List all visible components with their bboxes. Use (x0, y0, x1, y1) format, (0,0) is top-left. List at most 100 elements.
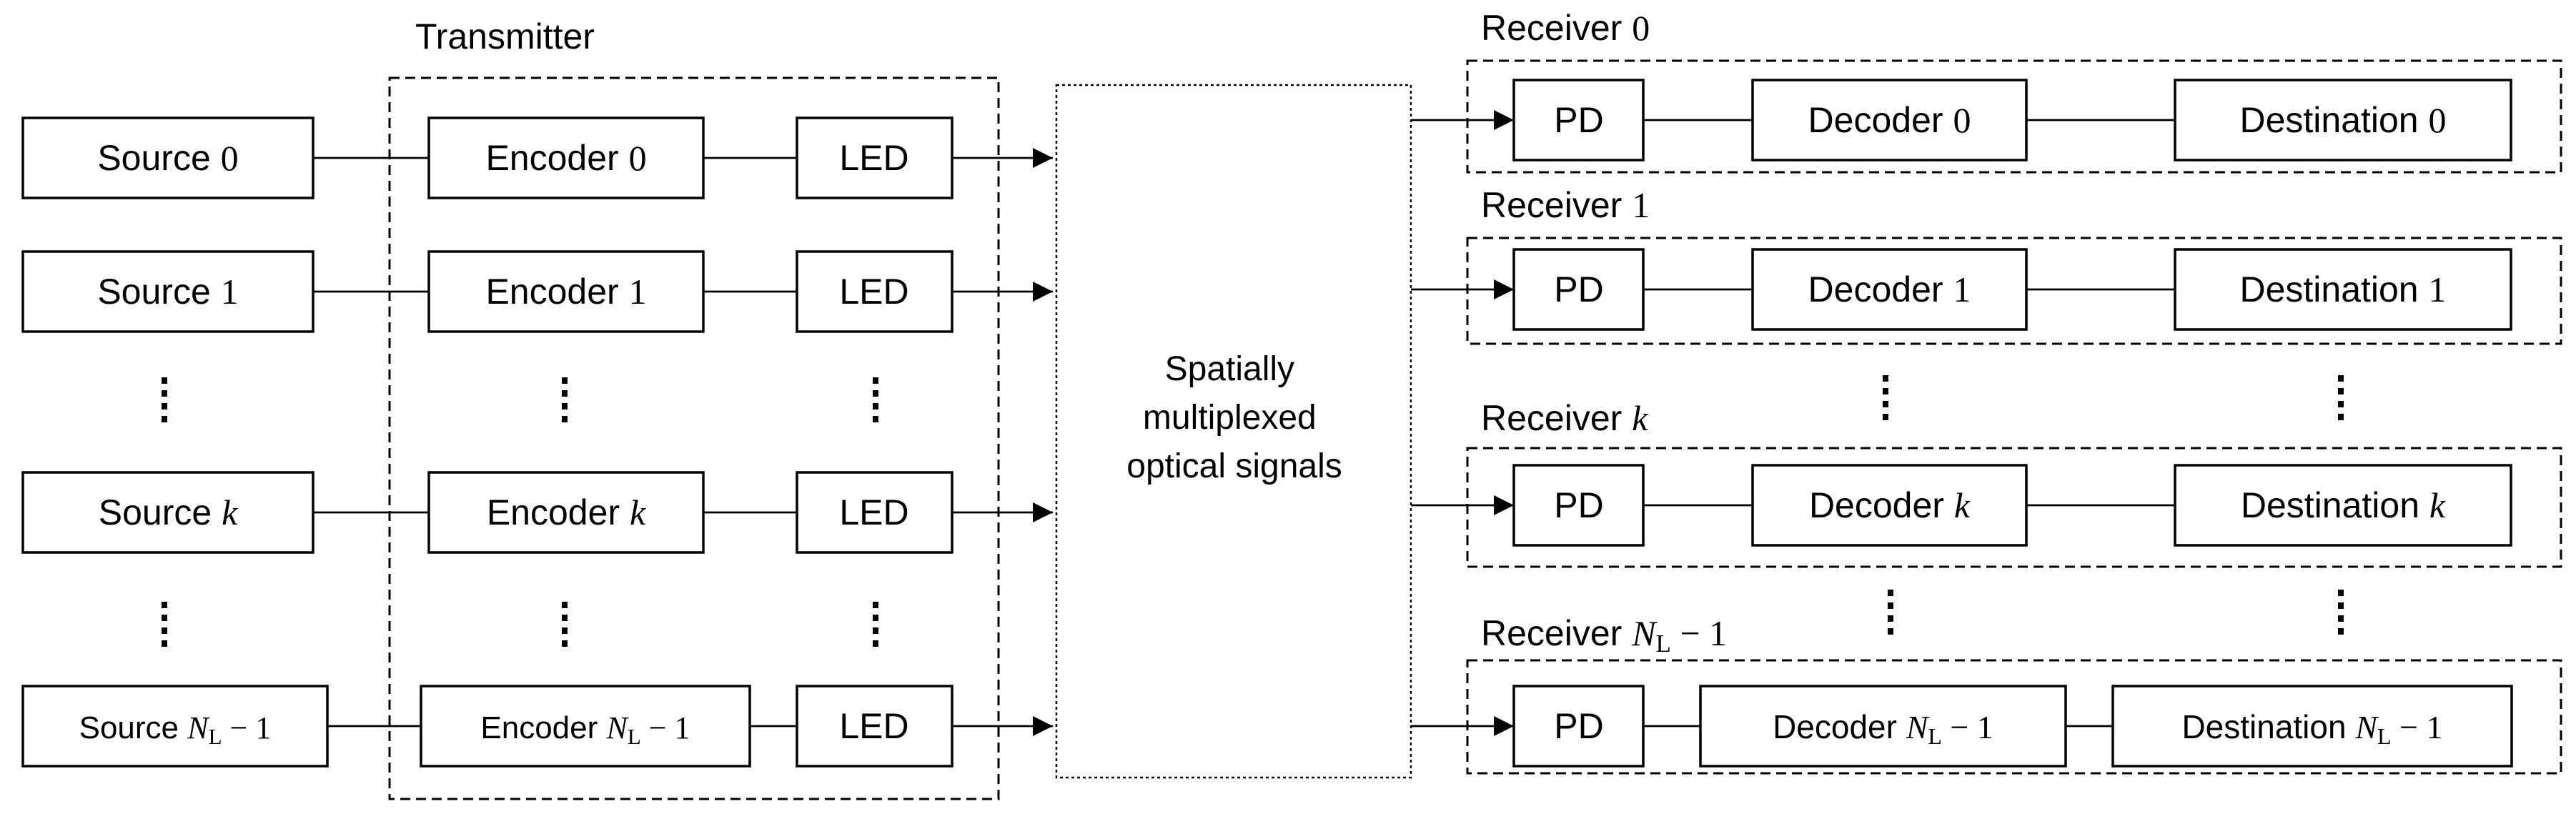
source-label-part-1: 0 (221, 138, 239, 178)
led-block (796, 250, 953, 333)
decoder-label-part-3: − 1 (1942, 709, 1993, 745)
destination-label: Destination NL − 1 (2181, 708, 2442, 749)
source-label-part-2: L (209, 724, 222, 749)
destination-block (2174, 248, 2512, 331)
destination-label-part-0: Destination (2239, 269, 2428, 309)
source-label-part-1: 1 (221, 272, 239, 312)
led-label: LED (839, 272, 908, 312)
channel-line-1: Spatially (1165, 350, 1294, 388)
ellipsis-led-2 (873, 602, 878, 647)
receiver-title-part-1: k (1632, 398, 1648, 438)
decoder-block (1699, 685, 2067, 768)
receiver-title-part-0: Receiver (1481, 8, 1632, 48)
source-label-part-1: N (187, 710, 210, 745)
encoder-label: Encoder 1 (485, 272, 646, 312)
receiver-title-part-1: N (1631, 613, 1658, 653)
encoder-label-part-3: − 1 (641, 710, 690, 745)
decoder-label: Decoder NL − 1 (1773, 708, 1993, 749)
receiver-title: Receiver 1 (1481, 185, 1650, 225)
source-block (21, 116, 314, 199)
transmitter-frame (388, 76, 1000, 800)
pd-block (1512, 464, 1645, 547)
encoder-label-part-0: Encoder (485, 138, 628, 178)
encoder-label-part-2: L (628, 724, 641, 749)
decoder-label-part-0: Decoder (1773, 708, 1906, 745)
ellipsis-source-2 (162, 602, 167, 647)
encoder-label-part-1: 0 (629, 138, 647, 178)
encoder-label-part-1: k (630, 492, 646, 532)
receiver-title-part-1: 1 (1632, 185, 1650, 225)
channel-box (1055, 84, 1412, 779)
destination-label-part-3: − 1 (2392, 709, 2443, 745)
source-block (21, 685, 329, 768)
source-label: Source 1 (97, 272, 238, 312)
ellipsis-dots (162, 375, 2344, 647)
source-label-part-0: Source (97, 272, 220, 312)
decoder-label-part-0: Decoder (1808, 100, 1953, 140)
receiver-title-part-0: Receiver (1481, 398, 1632, 438)
destination-label-part-1: N (2354, 709, 2379, 745)
ellipsis-led-1 (873, 377, 878, 422)
destination-label: Destination 0 (2239, 100, 2446, 140)
encoder-label-part-0: Encoder (487, 492, 630, 532)
decoder-label-part-2: L (1928, 723, 1942, 749)
decoder-label-part-1: 1 (1953, 269, 1971, 309)
receiver-title-part-0: Receiver (1481, 185, 1632, 225)
channel-label: Spatially multiplexed optical signals (1126, 350, 1342, 485)
source-label-part-1: k (222, 492, 238, 532)
ellipsis-decoder-1 (1883, 375, 1888, 420)
destination-label-part-1: k (2429, 485, 2446, 525)
decoder-block (1751, 248, 2028, 331)
ellipsis-destination-1 (2338, 375, 2344, 420)
pd-label: PD (1554, 100, 1603, 140)
decoder-block (1751, 464, 2028, 547)
ellipsis-encoder-2 (562, 602, 568, 647)
receiver-title-part-0: Receiver (1481, 613, 1632, 653)
receiver-frame (1466, 237, 2562, 345)
encoder-label-part-1: 1 (629, 272, 647, 312)
led-block (796, 685, 953, 768)
led-label: LED (839, 706, 908, 746)
decoder-label-part-1: N (1906, 709, 1930, 745)
destination-label-part-0: Destination (2181, 708, 2355, 745)
encoder-label: Encoder NL − 1 (480, 710, 690, 749)
encoder-label-part-0: Encoder (480, 710, 606, 745)
decoder-label-part-0: Decoder (1808, 269, 1953, 309)
led-label: LED (839, 492, 908, 532)
destination-label-part-2: L (2377, 723, 2392, 749)
source-label-part-0: Source (79, 710, 188, 745)
rx-row-0: Receiver 0 PD Decoder 0 Destination 0 (1411, 8, 2562, 174)
pd-block (1512, 248, 1645, 331)
source-label: Source 0 (97, 138, 238, 178)
ellipsis-decoder-2 (1888, 590, 1893, 635)
transmitter-title: Transmitter (415, 16, 595, 56)
encoder-block (420, 685, 751, 768)
ellipsis-source-1 (162, 377, 167, 422)
encoder-block (427, 116, 705, 199)
receiver-title: Receiver 0 (1481, 8, 1650, 48)
destination-block (2174, 79, 2512, 162)
destination-block (2174, 464, 2512, 547)
encoder-block (427, 250, 705, 333)
receiver-frame (1466, 659, 2562, 775)
ellipsis-destination-2 (2338, 590, 2344, 635)
destination-label-part-0: Destination (2239, 100, 2428, 140)
decoder-label: Decoder k (1809, 485, 1971, 525)
decoder-label-part-1: 0 (1953, 100, 1971, 140)
pd-label: PD (1554, 485, 1603, 525)
encoder-label: Encoder 0 (485, 138, 646, 178)
receiver-title: Receiver k (1481, 398, 1648, 438)
receiver-title: Receiver NL − 1 (1481, 613, 1727, 657)
source-label: Source k (99, 492, 238, 532)
destination-label: Destination 1 (2239, 269, 2446, 309)
source-label-part-0: Source (99, 492, 222, 532)
